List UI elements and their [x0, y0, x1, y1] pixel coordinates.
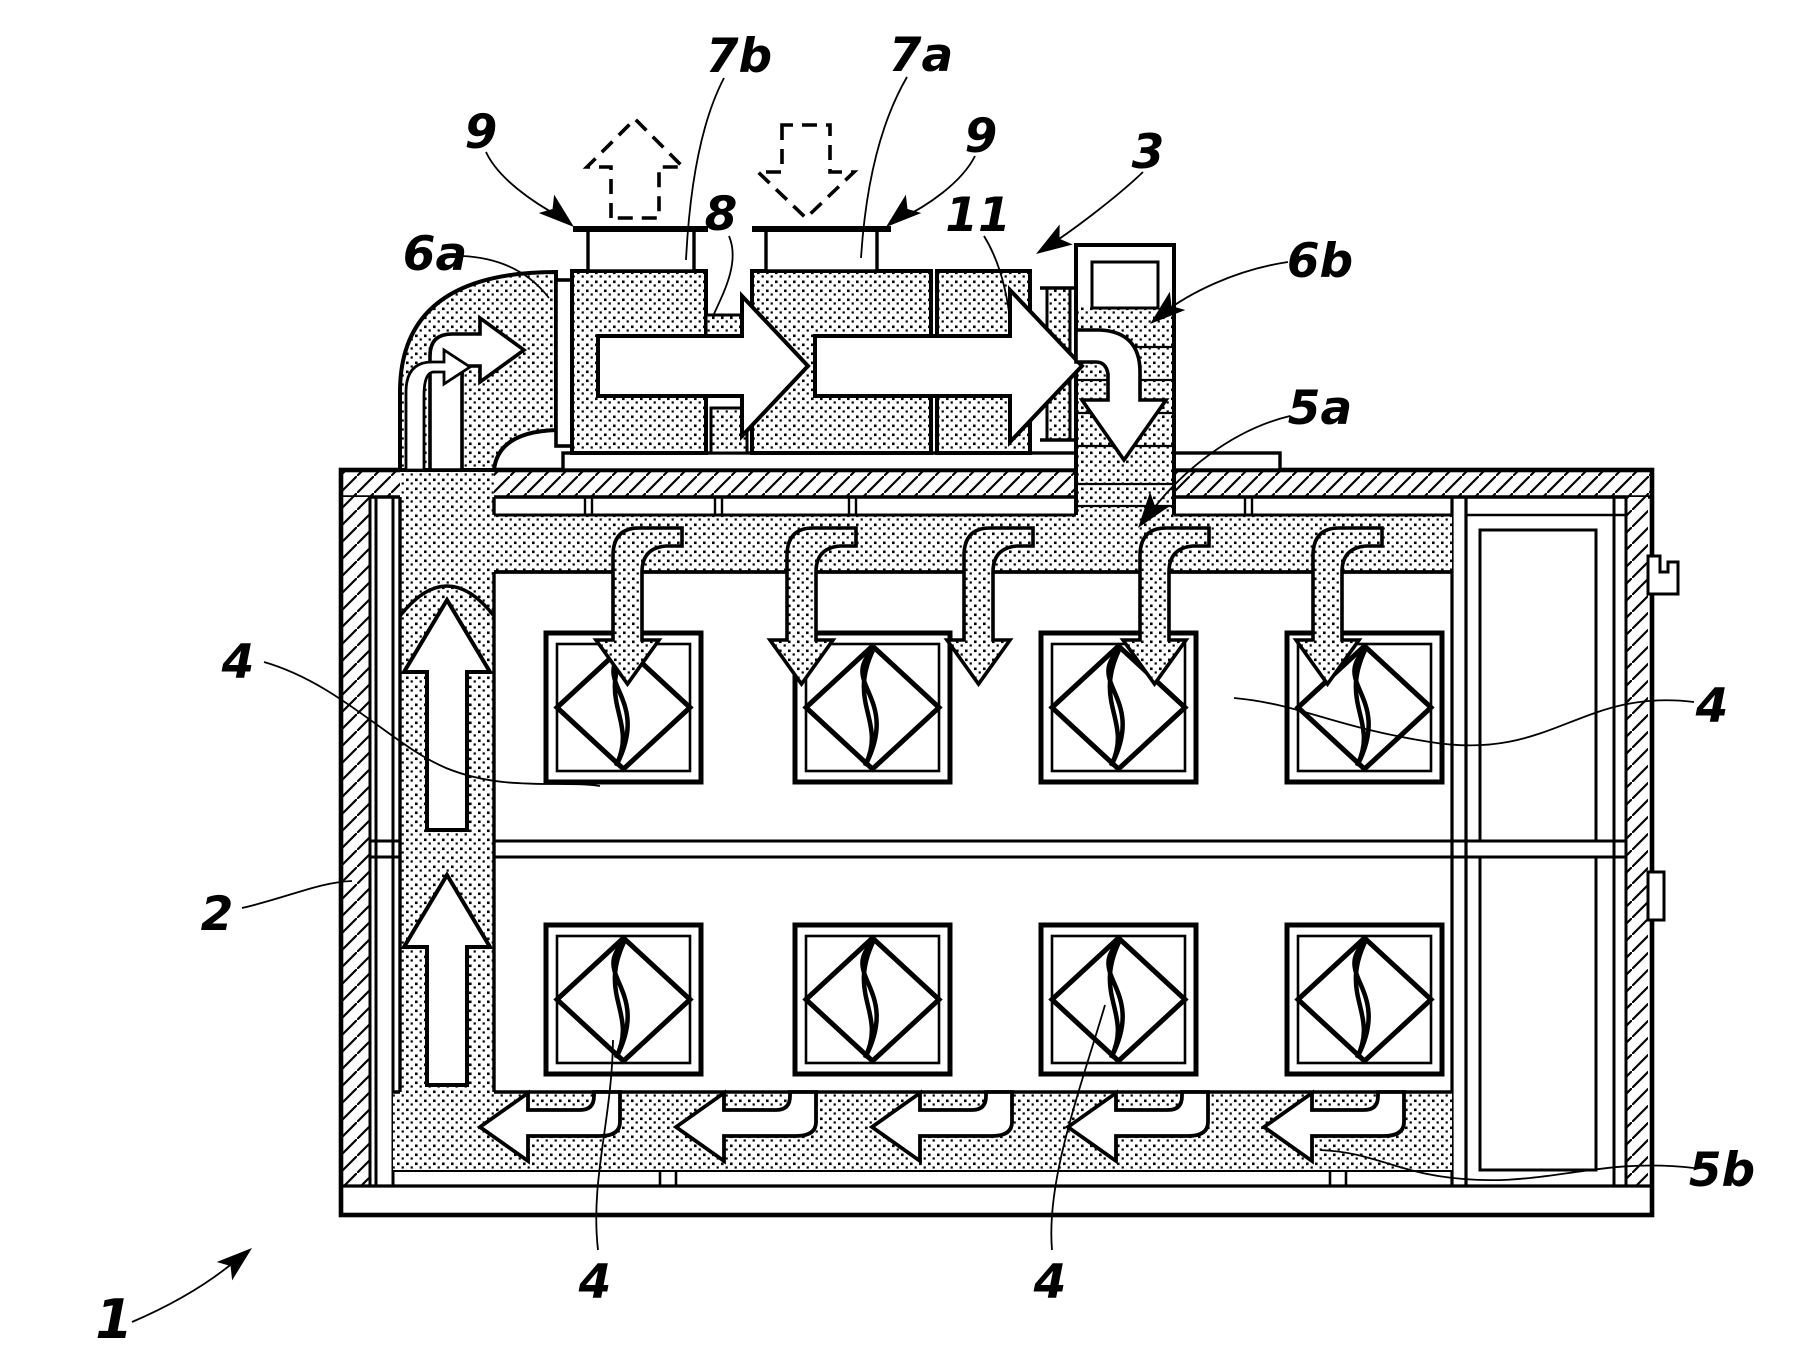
fan-units [546, 633, 1442, 1074]
hinge-bracket-lower [1646, 870, 1666, 922]
intake-air-arrow-down [753, 123, 859, 221]
flow-arrow-6b-down [1074, 328, 1170, 464]
label-4-bottom-left: 4 [578, 1255, 612, 1310]
label-7b: 7b [706, 29, 772, 84]
leader-8 [712, 235, 734, 317]
leader-7a [860, 76, 908, 259]
compartment-posts [1450, 497, 1468, 1186]
container-left-wall [341, 497, 395, 1186]
leader-6b [1161, 261, 1289, 315]
door-panel-lower [1478, 855, 1598, 1172]
leader-9-left [485, 151, 563, 219]
ceiling-frame-stubs [583, 497, 1254, 515]
hinge-bracket-upper [1646, 554, 1680, 596]
flow-arrow-7b-to-7a [596, 290, 811, 442]
riser-plenum-junction-arc [398, 584, 496, 618]
label-3: 3 [1132, 125, 1165, 180]
duct-6b-cap-inner [1090, 260, 1160, 310]
leader-4-left [263, 661, 601, 787]
fan-unit [546, 925, 701, 1074]
leader-5a [1147, 415, 1291, 517]
vent-stack-left [573, 226, 708, 273]
right-compartment [1450, 497, 1680, 1186]
label-4-left: 4 [221, 635, 255, 690]
label-7a: 7a [889, 28, 953, 83]
label-4-bottom-right: 4 [1033, 1255, 1067, 1310]
leader-4-bottom-left [595, 1039, 614, 1251]
label-2: 2 [201, 887, 234, 942]
leader-2 [241, 880, 353, 909]
label-8: 8 [705, 187, 738, 242]
leader-6a [461, 255, 550, 299]
leader-4-bottom-right [1050, 1004, 1106, 1251]
mid-frame-rail [370, 839, 1626, 859]
label-6b: 6b [1287, 234, 1353, 289]
riser-up-arrow-upper [400, 596, 494, 832]
container-roof-hatch [341, 468, 1652, 499]
label-1: 1 [95, 1288, 133, 1351]
fan-unit [1287, 925, 1442, 1074]
leader-7b [685, 77, 725, 261]
leader-lines [131, 76, 1695, 1323]
elbow-flange [554, 278, 574, 448]
leader-5b [1319, 1149, 1695, 1182]
label-5b: 5b [1689, 1143, 1755, 1198]
vent-stack-right [752, 226, 891, 273]
label-11: 11 [945, 188, 1010, 243]
fan-unit [1041, 925, 1196, 1074]
rooftop-unit-3 [398, 116, 1170, 472]
label-9-left: 9 [465, 105, 498, 160]
leader-1 [131, 1261, 235, 1323]
label-5a: 5a [1288, 381, 1352, 436]
label-4-right: 4 [1695, 679, 1729, 734]
top-plenum-5a [398, 513, 1452, 618]
flow-arrow-elbow-small [404, 347, 473, 472]
riser-up-arrow-lower [400, 871, 494, 1087]
door-panel-upper [1478, 528, 1598, 843]
leader-3 [1049, 171, 1144, 246]
leader-11 [983, 235, 1012, 331]
duct-6b-cap-frame [1074, 243, 1176, 305]
exhaust-air-arrow-up [582, 116, 688, 220]
leader-4-right [1233, 697, 1695, 747]
label-6a: 6a [403, 227, 467, 282]
label-9-right: 9 [965, 109, 998, 164]
fan-unit [795, 925, 950, 1074]
